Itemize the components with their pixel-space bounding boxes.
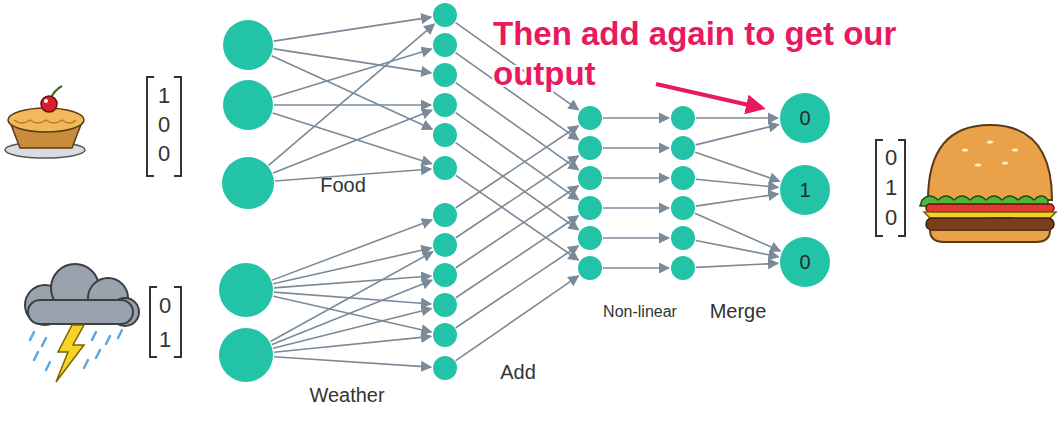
neuron-dot <box>433 123 457 147</box>
neuron-dot <box>578 166 602 190</box>
neuron-dot <box>671 256 695 280</box>
neuron-dot <box>222 157 274 209</box>
network-wire <box>696 241 779 257</box>
network-wire <box>695 213 780 251</box>
neuron-circle-shape <box>780 237 830 287</box>
output-neuron: 1 <box>780 165 830 215</box>
vector-entry: 0 <box>885 146 897 170</box>
neuron-dot <box>433 93 457 117</box>
layer-label: Non-linear <box>603 303 677 321</box>
neuron-dot <box>433 203 457 227</box>
output-neuron: 0 <box>780 93 830 143</box>
network-wire <box>696 124 779 144</box>
neuron-dot <box>433 33 457 57</box>
neuron-value: 0 <box>799 107 810 129</box>
network-wire <box>456 216 579 298</box>
neuron-dot <box>433 63 457 87</box>
network-wire <box>603 237 669 239</box>
group-label: Food <box>320 174 366 196</box>
network-wire <box>456 126 579 208</box>
network-wire <box>603 117 669 119</box>
neuron-value: 1 <box>799 179 810 201</box>
vector-entry: 0 <box>885 206 897 230</box>
network-wire <box>603 177 669 179</box>
network-wire <box>272 56 433 129</box>
network-wire <box>603 207 669 209</box>
vector-entry: 1 <box>158 84 170 108</box>
neuron-dot <box>578 106 602 130</box>
neuron-dot <box>578 256 602 280</box>
network-wire <box>696 179 778 187</box>
neuron-dot <box>433 156 457 180</box>
network-wire <box>456 246 579 328</box>
network-wire <box>273 308 431 348</box>
burger-illustration <box>920 125 1056 242</box>
network-wire <box>696 194 778 206</box>
neuron-dot <box>578 136 602 160</box>
network-wire <box>274 276 431 288</box>
layer-label: Add <box>500 361 536 383</box>
vector-entry: 0 <box>158 113 170 137</box>
neuron-dot <box>578 226 602 250</box>
network-wire <box>456 186 579 268</box>
network-wire <box>269 24 435 165</box>
neuron-dot <box>433 233 457 257</box>
network-wire <box>456 175 579 260</box>
network-wire <box>274 357 431 367</box>
neuron-dot <box>433 3 457 27</box>
network-wire <box>273 49 432 97</box>
neuron-dot <box>219 263 273 317</box>
output-neuron: 0 <box>780 237 830 287</box>
layer-label: Merge <box>710 300 767 322</box>
neuron-dot <box>433 263 457 287</box>
network-wire <box>603 147 669 149</box>
callout-note: Then add again to get our output <box>493 14 983 94</box>
vector-bracket <box>147 77 905 357</box>
neuron-dot <box>433 356 457 380</box>
neuron-dot <box>671 106 695 130</box>
neuron-dot <box>671 136 695 160</box>
neuron-value: 0 <box>799 251 810 273</box>
network-wire <box>696 263 778 267</box>
network-wire <box>603 267 669 269</box>
neuron-dot <box>223 80 273 130</box>
network-wire <box>274 17 431 41</box>
vector-entry: 0 <box>158 142 170 166</box>
network-wire <box>272 220 432 280</box>
neuron-dot <box>578 196 602 220</box>
neuron-dot <box>433 293 457 317</box>
vector-entry: 0 <box>159 294 171 318</box>
network-wire <box>272 280 432 344</box>
neuron-circle-shape <box>780 165 830 215</box>
neuron-dots <box>219 3 695 382</box>
neuron-dot <box>433 323 457 347</box>
vector-entry: 1 <box>885 176 897 200</box>
neuron-dot <box>671 226 695 250</box>
group-label: Weather <box>309 384 384 406</box>
network-wire <box>273 110 432 173</box>
neuron-dot <box>671 166 695 190</box>
neuron-circle-shape <box>780 93 830 143</box>
vector-entry: 1 <box>159 328 171 352</box>
network-wire <box>274 104 431 106</box>
network-wire <box>695 152 779 181</box>
neuron-dot <box>671 196 695 220</box>
pie-illustration <box>5 86 85 158</box>
network-wire <box>696 117 778 119</box>
neuron-dot <box>219 328 273 382</box>
callout-pointer <box>656 84 762 108</box>
network-wire <box>456 276 579 361</box>
network-wire <box>274 49 431 73</box>
network-wire <box>274 336 431 352</box>
network-wire <box>456 156 579 238</box>
neuron-dot <box>223 20 273 70</box>
storm-illustration <box>25 264 139 382</box>
